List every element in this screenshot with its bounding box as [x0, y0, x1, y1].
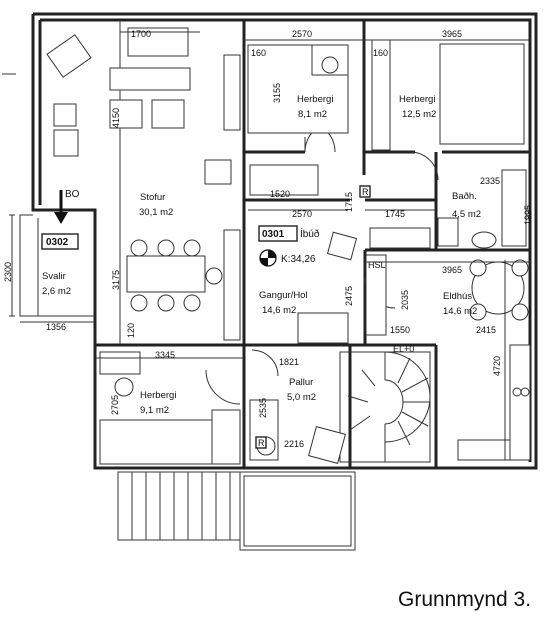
room-name-stofur: Stofur [140, 192, 165, 203]
room-name-pallur: Pallur [289, 377, 313, 388]
room-area-herbergi-3: 9,1 m2 [140, 405, 169, 416]
room-area-eldhus: 14,6 m2 [443, 306, 477, 317]
dim-3965-top: 3965 [442, 29, 462, 39]
dim-1356: 1356 [46, 322, 66, 332]
unit-tags: 0302 0301 Íbúð BO K:34,26 R R HSL EL+0 [41, 185, 414, 449]
dim-2335: 2335 [480, 176, 500, 186]
mark-r-2: R [258, 438, 265, 448]
dim-1995: 1995 [523, 205, 533, 225]
mark-elevation: EL+0 [393, 344, 414, 354]
dimension-labels: 1700 2570 3965 160 160 3155 4150 1520 17… [3, 29, 533, 449]
room-name-herbergi-1: Herbergi [297, 94, 333, 105]
plan-caption: Grunnmynd 3. [398, 588, 532, 611]
arrow-icon [54, 212, 68, 224]
mark-hsl: HSL [368, 260, 386, 270]
room-area-stofur: 30,1 m2 [139, 207, 173, 218]
unit-tag-0301: 0301 [262, 229, 285, 240]
dim-3345: 3345 [155, 350, 175, 360]
dim-4720: 4720 [492, 356, 502, 376]
room-name-gangur: Gangur/Hol [259, 290, 308, 301]
dim-3175: 3175 [111, 270, 121, 290]
room-area-herbergi-1: 8,1 m2 [298, 109, 327, 120]
dim-3155: 3155 [272, 83, 282, 103]
doors [205, 121, 439, 405]
room-area-pallur: 5,0 m2 [287, 392, 316, 403]
unit-tag-0301-suffix: Íbúð [300, 227, 320, 240]
dim-1715: 1715 [344, 192, 354, 212]
unit-tag-0302: 0302 [46, 237, 69, 248]
bath-kitchen-furniture [249, 164, 531, 464]
mark-k: K:34,26 [281, 254, 316, 265]
dim-2475: 2475 [344, 286, 354, 306]
dim-4150: 4150 [111, 108, 121, 128]
dim-3965-mid: 3965 [442, 265, 462, 275]
dim-160-a: 160 [251, 48, 266, 58]
exterior-walls [2, 12, 538, 470]
dim-2535: 2535 [258, 398, 268, 418]
room-name-herbergi-2: Herbergi [399, 94, 435, 105]
room-area-herbergi-2: 12,5 m2 [402, 109, 436, 120]
exterior-stairs [117, 471, 356, 551]
room-name-svalir: Svalir [42, 271, 66, 282]
dimension-lines [95, 31, 530, 460]
dim-1821: 1821 [279, 357, 299, 367]
room-area-gangur: 14,6 m2 [262, 305, 296, 316]
dim-120: 120 [126, 323, 136, 338]
dim-2570-mid: 2570 [292, 209, 312, 219]
dim-1745: 1745 [385, 209, 405, 219]
dim-2216: 2216 [284, 439, 304, 449]
dim-2705: 2705 [110, 395, 120, 415]
balcony [9, 214, 95, 323]
dim-2300: 2300 [3, 262, 13, 282]
room-name-eldhus: Eldhús [443, 291, 472, 302]
mark-bo: BO [65, 189, 80, 200]
spiral-staircase [339, 351, 431, 463]
room-area-svalir: 2,6 m2 [42, 286, 71, 297]
mark-r-1: R [362, 187, 369, 197]
room-name-herbergi-3: Herbergi [140, 390, 176, 401]
dim-1520: 1520 [270, 189, 290, 199]
dim-2415: 2415 [476, 325, 496, 335]
interior-walls [95, 20, 530, 468]
dim-2035: 2035 [400, 290, 410, 310]
dim-160-b: 160 [373, 48, 388, 58]
dim-1700: 1700 [131, 29, 151, 39]
room-name-badh: Baðh. [452, 191, 477, 202]
living-room-furniture [46, 27, 358, 344]
room-labels: Stofur 30,1 m2 Herbergi 8,1 m2 Herbergi … [42, 94, 481, 416]
dim-2570-top: 2570 [292, 29, 312, 39]
room-area-badh: 4,5 m2 [452, 209, 481, 220]
bedroom-furniture [99, 39, 525, 465]
dim-1550: 1550 [390, 325, 410, 335]
